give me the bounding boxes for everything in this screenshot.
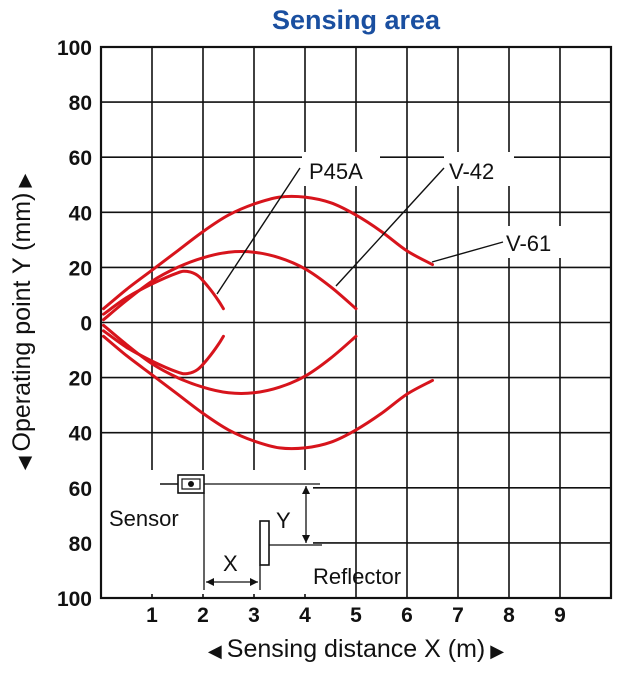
y-tick-label: 20: [69, 368, 92, 391]
leader-v61: [431, 241, 504, 263]
series-v42-lower-line: [102, 323, 358, 395]
label-bg-p45a: [302, 152, 380, 186]
y-tick-label: 80: [69, 92, 92, 115]
x-axis-title: Sensing distance X (m): [227, 635, 485, 663]
series-label-v61: V-61: [506, 231, 551, 256]
y-tick-label: 20: [69, 257, 92, 280]
series-label-v42: V-42: [449, 159, 494, 184]
x-tick-label: 2: [197, 604, 209, 627]
x-marker-label: X: [223, 551, 238, 576]
y-tick-label: 60: [69, 478, 92, 501]
x-dim-arrow-left: [206, 578, 214, 586]
y-axis-label: ◀ Operating point Y (mm) ▶: [8, 174, 36, 471]
x-tick-label: 6: [401, 604, 413, 627]
leader-v42: [335, 167, 445, 287]
sensor-label: Sensor: [109, 506, 179, 531]
x-tick-label: 7: [452, 604, 464, 627]
y-tick-label: 0: [80, 313, 92, 336]
x-tick-label: 9: [554, 604, 566, 627]
diagram-bg: [99, 470, 313, 594]
y-dim-arrow-bottom: [302, 535, 310, 543]
sensor-dot-icon: [188, 481, 194, 487]
x-tick-label: 1: [146, 604, 158, 627]
y-axis-title: Operating point Y (mm): [8, 193, 36, 452]
y-axis-arrow-left: ◀: [14, 451, 34, 470]
plot-frame: [99, 45, 613, 600]
series-label-p45a: P45A: [309, 159, 363, 184]
y-tick-label: 100: [57, 37, 92, 60]
x-tick-label: 3: [248, 604, 260, 627]
x-tick-label: 5: [350, 604, 362, 627]
reflector-label: Reflector: [313, 564, 401, 589]
x-tick-label: 8: [503, 604, 515, 627]
x-axis-label: ◀ Sensing distance X (m) ▶: [208, 635, 504, 663]
chart-title: Sensing area: [272, 5, 441, 35]
series-v61-upper-line: [102, 194, 434, 311]
y-tick-label: 80: [69, 533, 92, 556]
grid: [101, 47, 611, 598]
x-tick-label: 4: [299, 604, 311, 627]
curves: [102, 194, 434, 451]
x-axis-arrow-right: ▶: [485, 641, 504, 661]
series-v42-upper-line: [102, 250, 358, 322]
x-dim-arrow-right: [250, 578, 258, 586]
tick-labels: 1 2 3 4 5 6 7 8 9 100 80 60 40 20 0 20 40 60 80 100: [57, 37, 566, 627]
y-dim-arrow-top: [302, 486, 310, 494]
leader-p45a: [216, 167, 301, 295]
y-tick-label: 100: [57, 588, 92, 611]
x-axis-arrow-left: ◀: [208, 641, 227, 661]
reflector-body: [259, 520, 270, 566]
label-bg-v61: [502, 226, 568, 258]
series-v61-lower-line: [102, 334, 434, 451]
series-labels: P45A V-42 V-61: [216, 152, 568, 295]
y-marker-label: Y: [276, 508, 291, 533]
y-tick-label: 60: [69, 147, 92, 170]
y-tick-label: 40: [69, 202, 92, 225]
y-tick-label: 40: [69, 423, 92, 446]
label-bg-v42: [444, 152, 514, 186]
y-axis-arrow-right: ▶: [14, 174, 34, 193]
setup-diagram: Sensor X Y Reflector: [99, 470, 401, 594]
